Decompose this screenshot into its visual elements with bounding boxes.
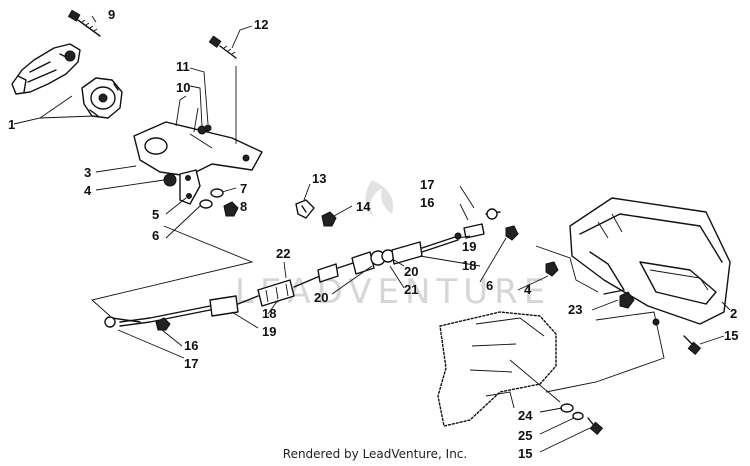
callout-numbers: 1 9 12 11 10 3 4 5 6 7 8 13 14 22 17 16 …	[8, 7, 738, 461]
callout-10: 10	[176, 80, 190, 95]
clip-13	[295, 199, 315, 219]
callout-8: 8	[240, 199, 247, 214]
callout-18a: 18	[462, 258, 476, 273]
callout-22: 22	[276, 246, 290, 261]
callout-4a: 4	[84, 183, 92, 198]
callout-7: 7	[240, 181, 247, 196]
callout-6a: 6	[152, 228, 159, 243]
callout-2: 2	[730, 306, 737, 321]
link-5	[179, 169, 201, 205]
callout-6b: 6	[486, 278, 493, 293]
callout-15b: 15	[518, 446, 532, 461]
carburetor-cover-2	[569, 197, 731, 326]
callout-21: 21	[404, 282, 418, 297]
washer-7	[210, 188, 224, 198]
callout-18b: 18	[262, 306, 276, 321]
callout-20a: 20	[404, 264, 418, 279]
nut-4	[163, 173, 177, 187]
screw-15-upper	[683, 335, 702, 355]
mounting-bracket-3	[133, 95, 263, 177]
bolt-9	[67, 9, 101, 37]
throttle-control-assembly	[11, 43, 123, 119]
callout-12: 12	[254, 17, 268, 32]
nut-11	[204, 124, 212, 132]
callout-15a: 15	[724, 328, 738, 343]
callout-24: 24	[518, 408, 533, 423]
callout-17b: 17	[184, 356, 198, 371]
nut-23	[619, 291, 635, 309]
callout-3: 3	[84, 165, 91, 180]
callout-23: 23	[568, 302, 582, 317]
callout-16b: 16	[184, 338, 198, 353]
callout-16a: 16	[420, 195, 434, 210]
callout-25: 25	[518, 428, 532, 443]
callout-11: 11	[176, 59, 190, 74]
callout-5: 5	[152, 207, 159, 222]
nut-14	[321, 211, 337, 227]
callout-14: 14	[356, 199, 371, 214]
callout-19a: 19	[462, 239, 476, 254]
callout-9: 9	[108, 7, 115, 22]
cable-end-left	[104, 316, 171, 331]
callout-17a: 17	[420, 177, 434, 192]
leader-lines	[13, 15, 731, 453]
callout-19b: 19	[262, 324, 276, 339]
footer-credit: Rendered by LeadVenture, Inc.	[282, 447, 468, 461]
washer-6	[199, 199, 213, 209]
nut-8	[223, 201, 239, 217]
callout-4b: 4	[524, 282, 532, 297]
washer-24	[560, 403, 574, 413]
carburetor-outline	[437, 311, 561, 427]
cable-end-right	[485, 208, 559, 277]
small-hardware	[163, 124, 239, 217]
washer-25	[572, 411, 584, 421]
screw-15-lower	[587, 417, 604, 435]
callout-20b: 20	[314, 290, 328, 305]
callout-13: 13	[312, 171, 326, 186]
callout-1: 1	[8, 117, 15, 132]
bolt-12	[208, 35, 237, 59]
throttle-cable	[119, 223, 485, 327]
